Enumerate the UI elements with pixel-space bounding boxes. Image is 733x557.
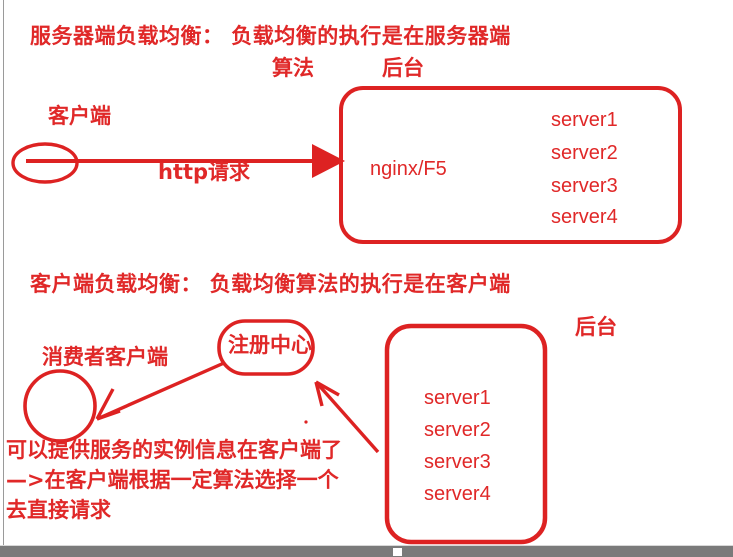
registry-to-consumer-arrow-head-a [96,409,121,421]
backend-to-registry-arrow-head-a [314,381,324,407]
server-item: server3 [551,175,618,197]
consumer-client-label: 消费者客户端 [42,345,168,369]
stray-dot [304,420,308,424]
registry-to-consumer-arrow-line [96,361,225,421]
server-item: server2 [551,142,618,164]
server-item: server3 [424,451,491,473]
page-left-border [3,0,4,546]
backend-label-1: 后台 [382,56,424,80]
backend-to-registry-arrow-head-b [315,380,340,397]
client-ellipse [11,142,79,184]
registry-to-consumer-arrow-head-b [95,388,115,420]
server-item: server4 [424,483,491,505]
algorithm-label: 算法 [272,56,314,80]
note-line: 去直接请求 [6,498,111,522]
server-item: server2 [424,419,491,441]
backend-label-2: 后台 [575,315,617,339]
scrollbar-thumb[interactable] [393,548,402,556]
horizontal-scrollbar[interactable] [0,545,733,557]
nginx-f5-label: nginx/F5 [370,158,447,180]
http-request-arrow-head [312,144,345,178]
consumer-client-circle [23,369,97,443]
note-line: 可以提供服务的实例信息在客户端了 [6,438,342,462]
server-item: server1 [424,387,491,409]
section2-title: 客户端负载均衡： 负载均衡算法的执行是在客户端 [30,272,511,296]
server-item: server4 [551,206,618,228]
note-line: —>在客户端根据一定算法选择一个 [6,468,339,492]
registry-center-label: 注册中心 [228,333,312,357]
server-item: server1 [551,109,618,131]
client-label: 客户端 [48,104,111,128]
section1-title: 服务器端负载均衡： 负载均衡的执行是在服务器端 [30,24,511,48]
http-request-label: http请求 [158,160,251,184]
